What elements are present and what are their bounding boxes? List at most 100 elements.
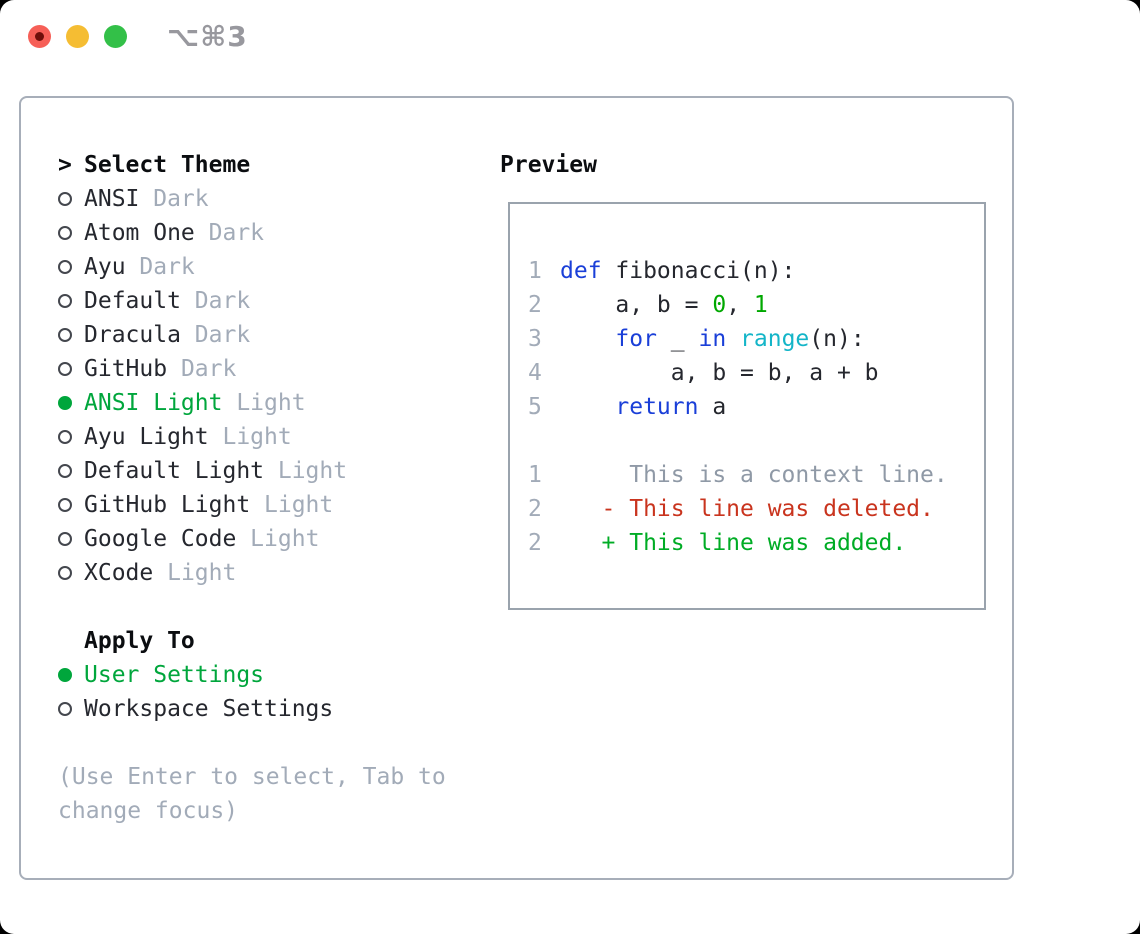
code-segment — [560, 496, 602, 522]
theme-option[interactable]: Default Light Light — [58, 454, 486, 488]
diff-line: 1 This is a context line. — [528, 458, 984, 492]
theme-option[interactable]: Dracula Dark — [58, 318, 486, 352]
code-segment — [560, 326, 615, 352]
option-label: Ayu — [84, 254, 126, 280]
code-segment: def — [560, 258, 602, 284]
code-segment: for — [615, 326, 657, 352]
keyboard-hint: (Use Enter to select, Tab to change focu… — [58, 764, 446, 824]
theme-option[interactable]: Google Code Light — [58, 522, 486, 556]
code-segment: in — [698, 326, 727, 352]
theme-option[interactable]: GitHub Light Light — [58, 488, 486, 522]
radio-marker — [58, 498, 84, 512]
option-variant-label: Light — [153, 560, 237, 586]
line-number: 2 — [528, 530, 542, 556]
option-label: Default — [84, 288, 181, 314]
theme-option[interactable]: GitHub Dark — [58, 352, 486, 386]
code-segment: - This line was deleted. — [601, 496, 934, 522]
line-number: 4 — [528, 360, 542, 386]
apply-to-option[interactable]: User Settings — [58, 658, 486, 692]
diff-line: 2 + This line was added. — [528, 526, 984, 560]
radio-unselected-icon — [58, 532, 72, 546]
option-variant-label: Light — [208, 424, 292, 450]
radio-unselected-icon — [58, 226, 72, 240]
option-variant-label: Dark — [180, 288, 251, 314]
option-label: GitHub Light — [84, 492, 251, 518]
radio-marker — [58, 362, 84, 376]
option-variant-label: Dark — [194, 220, 265, 246]
radio-marker — [58, 668, 84, 682]
code-line: 4 a, b = b, a + b — [528, 356, 984, 390]
traffic-lights — [28, 25, 127, 48]
theme-option[interactable]: ANSI Dark — [58, 182, 486, 216]
code-segment: fibonacci(n): — [601, 258, 796, 284]
option-variant-label: Dark — [167, 356, 237, 382]
theme-list-title: Select Theme — [84, 152, 251, 178]
radio-selected-icon — [58, 396, 72, 410]
code-line: 5 return a — [528, 390, 984, 424]
line-number: 3 — [528, 326, 542, 352]
line-number: 1 — [528, 258, 542, 284]
zoom-button[interactable] — [104, 25, 127, 48]
option-variant-label: Dark — [180, 322, 251, 348]
code-segment: range — [740, 326, 810, 352]
radio-unselected-icon — [58, 260, 72, 274]
radio-marker — [58, 192, 84, 206]
theme-option[interactable]: Default Dark — [58, 284, 486, 318]
radio-marker — [58, 260, 84, 274]
option-variant-label: Light — [236, 526, 320, 552]
radio-marker — [58, 464, 84, 478]
code-line: 1 def fibonacci(n): — [528, 254, 984, 288]
radio-marker — [58, 328, 84, 342]
focus-caret-icon: > — [58, 152, 72, 178]
radio-unselected-icon — [58, 328, 72, 342]
minimize-button[interactable] — [66, 25, 89, 48]
option-variant-label: Dark — [125, 254, 195, 280]
code-segment: _ — [656, 326, 699, 352]
theme-option[interactable]: Atom One Dark — [58, 216, 486, 250]
code-segment: a — [698, 394, 727, 420]
close-button[interactable] — [28, 25, 51, 48]
option-label: GitHub — [84, 356, 168, 382]
theme-option[interactable]: XCode Light — [58, 556, 486, 590]
radio-unselected-icon — [58, 498, 72, 512]
code-line: 3 for _ in range(n): — [528, 322, 984, 356]
option-label: XCode — [84, 560, 154, 586]
code-segment: a, b = b, a + b — [560, 360, 879, 386]
option-label: Dracula — [84, 322, 181, 348]
diff-preview: 1 This is a context line. 2 - This line w… — [528, 458, 984, 560]
titlebar: ⌥⌘3 — [0, 0, 1140, 75]
radio-unselected-icon — [58, 702, 72, 716]
theme-option[interactable]: ANSI Light Light — [58, 386, 486, 420]
theme-option[interactable]: Ayu Dark — [58, 250, 486, 284]
apply-to-option[interactable]: Workspace Settings — [58, 692, 486, 726]
radio-marker — [58, 226, 84, 240]
option-label: Ayu Light — [84, 424, 209, 450]
radio-marker — [58, 532, 84, 546]
option-variant-label: Light — [222, 390, 306, 416]
code-segment — [726, 326, 740, 352]
code-segment: a, b = — [560, 292, 713, 318]
code-segment — [560, 394, 615, 420]
option-variant-label: Light — [264, 458, 348, 484]
option-variant-label: Dark — [139, 186, 209, 212]
radio-unselected-icon — [58, 294, 72, 308]
code-segment: 1 — [753, 292, 768, 318]
radio-marker — [58, 702, 84, 716]
code-segment: , — [726, 292, 754, 318]
line-number: 5 — [528, 394, 542, 420]
radio-selected-icon — [58, 668, 72, 682]
code-line: 2 a, b = 0, 1 — [528, 288, 984, 322]
line-number: 2 — [528, 496, 542, 522]
code-segment: + This line was added. — [601, 530, 907, 556]
apply-to-title: Apply To — [84, 628, 195, 654]
radio-marker — [58, 566, 84, 580]
theme-option[interactable]: Ayu Light Light — [58, 420, 486, 454]
